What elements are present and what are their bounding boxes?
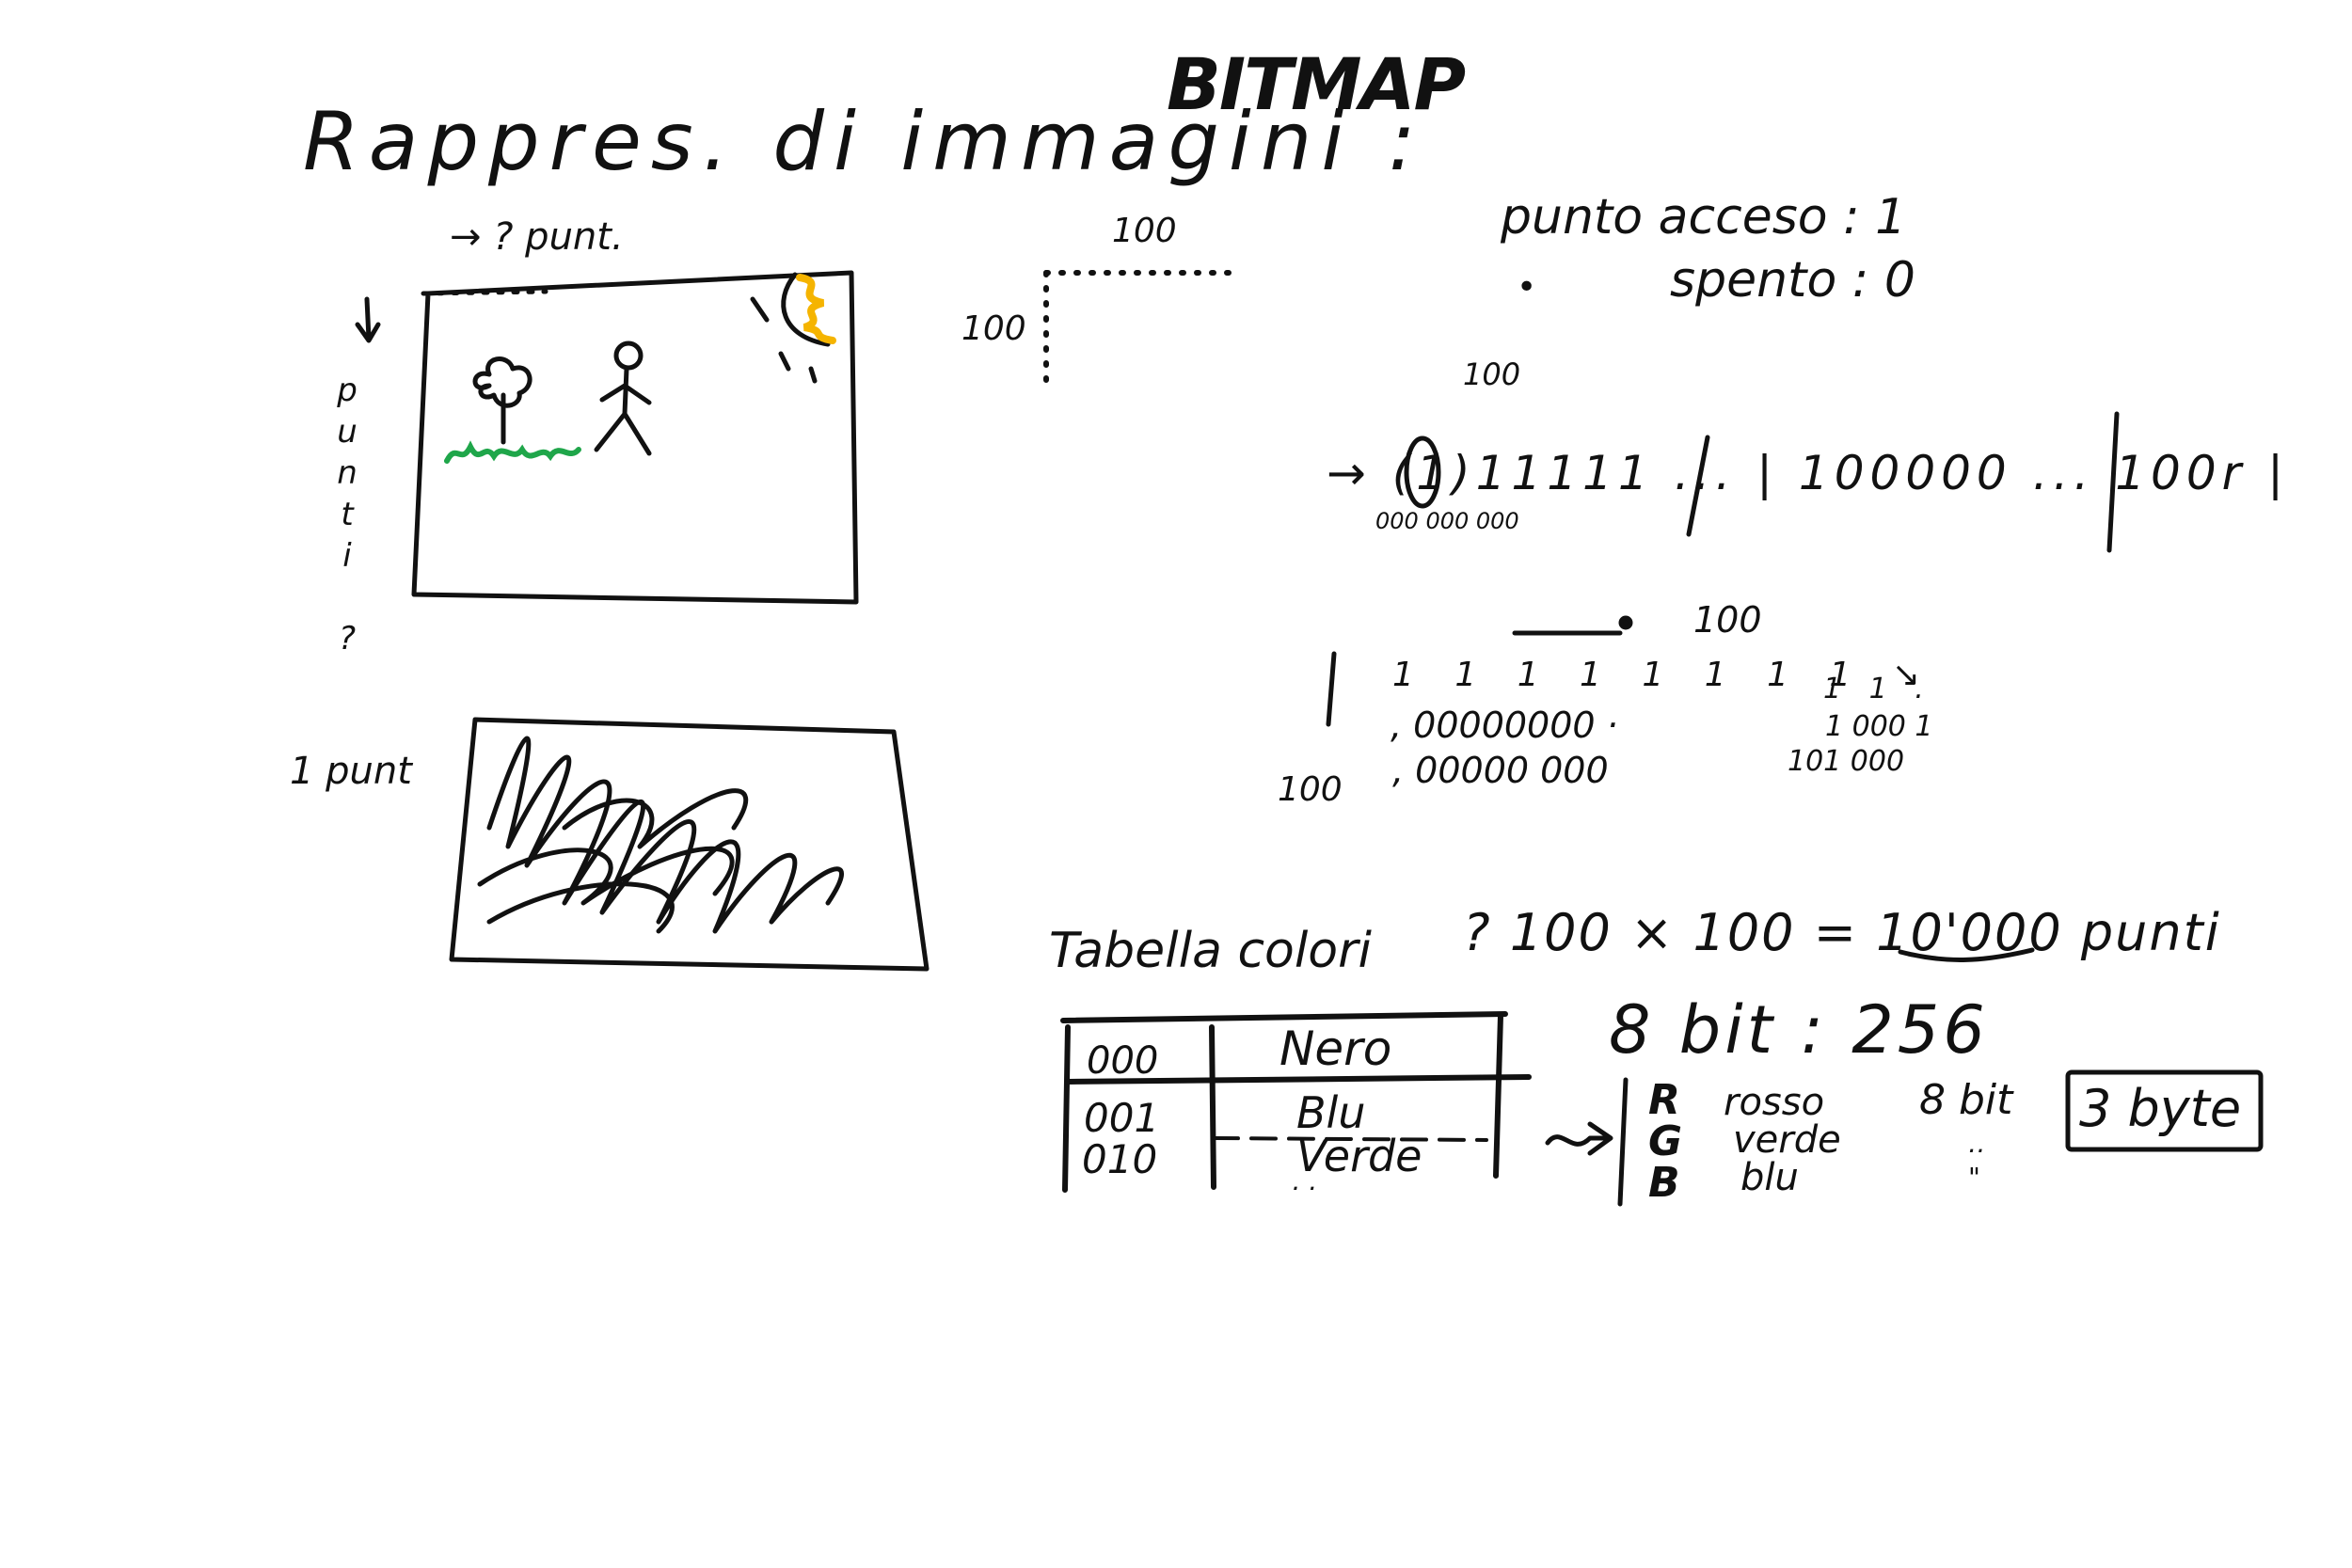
matrix-row-2: , 00000 000 [1392, 750, 1609, 791]
table-row-1-name: Blu [1296, 1087, 1366, 1138]
sun-scribble [796, 274, 836, 344]
sun-drawing [750, 272, 831, 384]
matrix-right-row-1: 1 000 1 [1825, 710, 1933, 743]
grid-side-label: 100 [961, 309, 1026, 348]
table-row-2-code: 010 [1082, 1136, 1158, 1182]
squiggle-arrow-icon [1545, 1121, 1613, 1156]
one-point-label: 1 punt [290, 750, 412, 793]
dotted-top-guide [421, 289, 548, 296]
matrix-arrows [1326, 615, 1633, 727]
single-point-scribble [477, 736, 844, 934]
colors-title: Tabella colori [1049, 923, 1372, 979]
legend-on: punto acceso : 1 [1501, 189, 1907, 245]
person-drawing [594, 341, 652, 456]
ditto-mark: • [1517, 268, 1537, 307]
side-points-label: punti ? [328, 372, 366, 661]
matrix-down-arrow [1326, 651, 1337, 727]
rgb-b-letter: B [1648, 1159, 1680, 1207]
bytes-box [2065, 1069, 2264, 1152]
legend-off: spento : 0 [1670, 252, 1915, 309]
rgb-g-letter: G [1648, 1117, 1683, 1165]
down-arrow-icon [355, 296, 381, 343]
bit-separator-2 [2106, 411, 2120, 553]
tree-drawing [472, 356, 532, 445]
ditto-marks: ‥" [1968, 1128, 1986, 1194]
top-points-label: → ? punt. [450, 215, 624, 259]
rgb-g-word: verde [1733, 1118, 1841, 1162]
calc-line: ? 100 × 100 = 10'000 punti [1463, 903, 2221, 962]
bit-row-zeros: 000 000 000 [1375, 508, 1519, 534]
color-table-lines [1060, 1011, 1532, 1193]
matrix-right-row-2: 101 000 [1788, 745, 1905, 778]
circled-bit [1404, 436, 1441, 509]
rgb-bracket [1617, 1077, 1629, 1207]
table-ellipsis: · · [1291, 1173, 1316, 1204]
scene-frame [411, 270, 859, 605]
matrix-ticks: 1 1 1 1 1 1 1 1 ↘ [1392, 656, 1935, 694]
row-top-label: 100 [1463, 356, 1521, 392]
matrix-right-ticks: 1 1 . [1823, 673, 1933, 705]
table-row-2-name: Verde [1296, 1131, 1422, 1181]
bits-line: 8 bit : 256 [1609, 991, 1989, 1069]
bit-separator-1 [1686, 435, 1710, 537]
board-heading: Rappres. di immagini : [303, 95, 1425, 189]
rgb-r-word: rosso [1724, 1081, 1825, 1124]
bit-row: → (1)11111 ... | 100000 ... 100r | [1327, 446, 2289, 500]
rgb-bits: 8 bit [1919, 1076, 2013, 1124]
matrix-side-label: 100 [1278, 770, 1343, 809]
calc-underline [1898, 947, 2035, 962]
matrix-top-label: 100 [1693, 599, 1762, 641]
single-point-frame [449, 717, 930, 972]
rgb-b-word: blu [1740, 1156, 1799, 1199]
grid-corner [1043, 270, 1237, 387]
rgb-r-letter: R [1648, 1076, 1680, 1124]
table-header-name: Nero [1279, 1022, 1392, 1076]
table-row-1-code: 001 [1084, 1095, 1160, 1141]
grid-top-label: 100 [1112, 212, 1177, 250]
matrix-row-1: , 00000000 · [1391, 705, 1618, 746]
scene-drawing [355, 270, 859, 605]
single-point-drawing [449, 717, 930, 972]
grass-drawing [444, 440, 581, 464]
rgb-arrow [1545, 1069, 2264, 1207]
bit-row-separators [1404, 411, 2120, 553]
table-header-code: 000 [1087, 1039, 1159, 1083]
bytes-label: 3 byte [2079, 1079, 2242, 1138]
board-title: BITMAP [1167, 42, 1466, 126]
